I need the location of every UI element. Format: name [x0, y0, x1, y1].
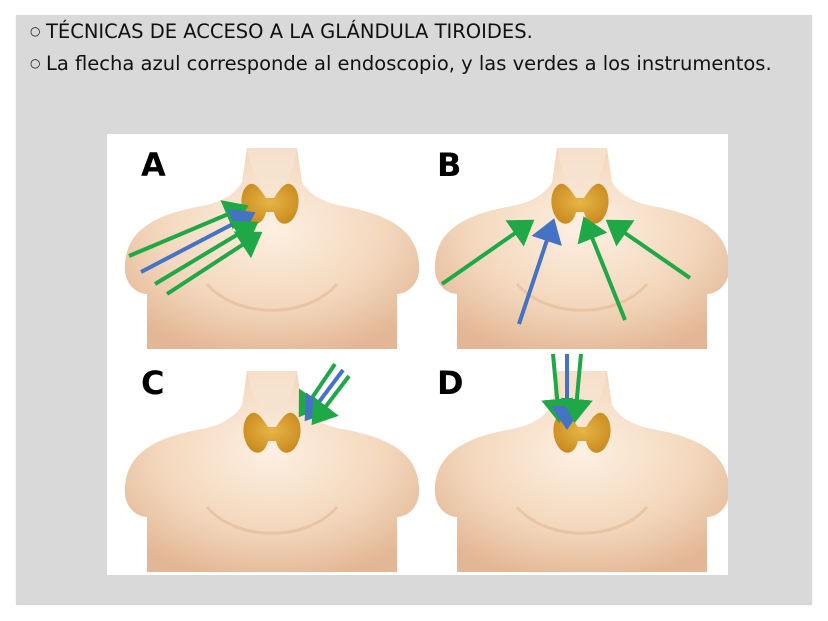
panel-d-arrows — [541, 353, 593, 430]
bullet-circle-icon: ○ — [30, 56, 41, 70]
instrument-arrow — [577, 216, 627, 321]
bullet-item-description: ○ La flecha azul corresponde al endoscop… — [30, 51, 800, 76]
bullet-list: ○ TÉCNICAS DE ACCESO A LA GLÁNDULA TIROI… — [30, 19, 800, 83]
slide: ○ TÉCNICAS DE ACCESO A LA GLÁNDULA TIROI… — [16, 15, 812, 605]
endoscope-arrow — [517, 218, 562, 325]
instrument-arrow — [128, 200, 249, 258]
panel-c-arrows — [298, 362, 351, 426]
panel-b-arrows — [440, 216, 692, 325]
bullet-text: La flecha azul corresponde al endoscopio… — [46, 52, 772, 75]
panel-b-label: B — [437, 146, 461, 184]
panel-c-label: C — [141, 364, 164, 402]
bullet-item-title: ○ TÉCNICAS DE ACCESO A LA GLÁNDULA TIROI… — [30, 19, 800, 44]
panel-a-label: A — [141, 146, 166, 184]
panel-c-torso-illustration — [123, 369, 421, 574]
panel-d-torso-illustration — [433, 369, 728, 574]
instrument-arrow — [605, 219, 692, 280]
instrument-arrow — [165, 231, 263, 296]
panel-b-torso-illustration — [433, 146, 728, 351]
instrument-arrow — [440, 219, 535, 286]
bullet-text: TÉCNICAS DE ACCESO A LA GLÁNDULA TIROIDE… — [46, 20, 533, 43]
bullet-circle-icon: ○ — [30, 24, 41, 38]
panel-a-torso-illustration — [123, 146, 421, 351]
instrument-arrow — [560, 353, 593, 423]
thyroid-access-figure: A B C — [107, 134, 728, 575]
instrument-arrow — [311, 374, 351, 426]
panel-d-label: D — [437, 364, 464, 402]
panel-a-arrows — [128, 200, 263, 296]
